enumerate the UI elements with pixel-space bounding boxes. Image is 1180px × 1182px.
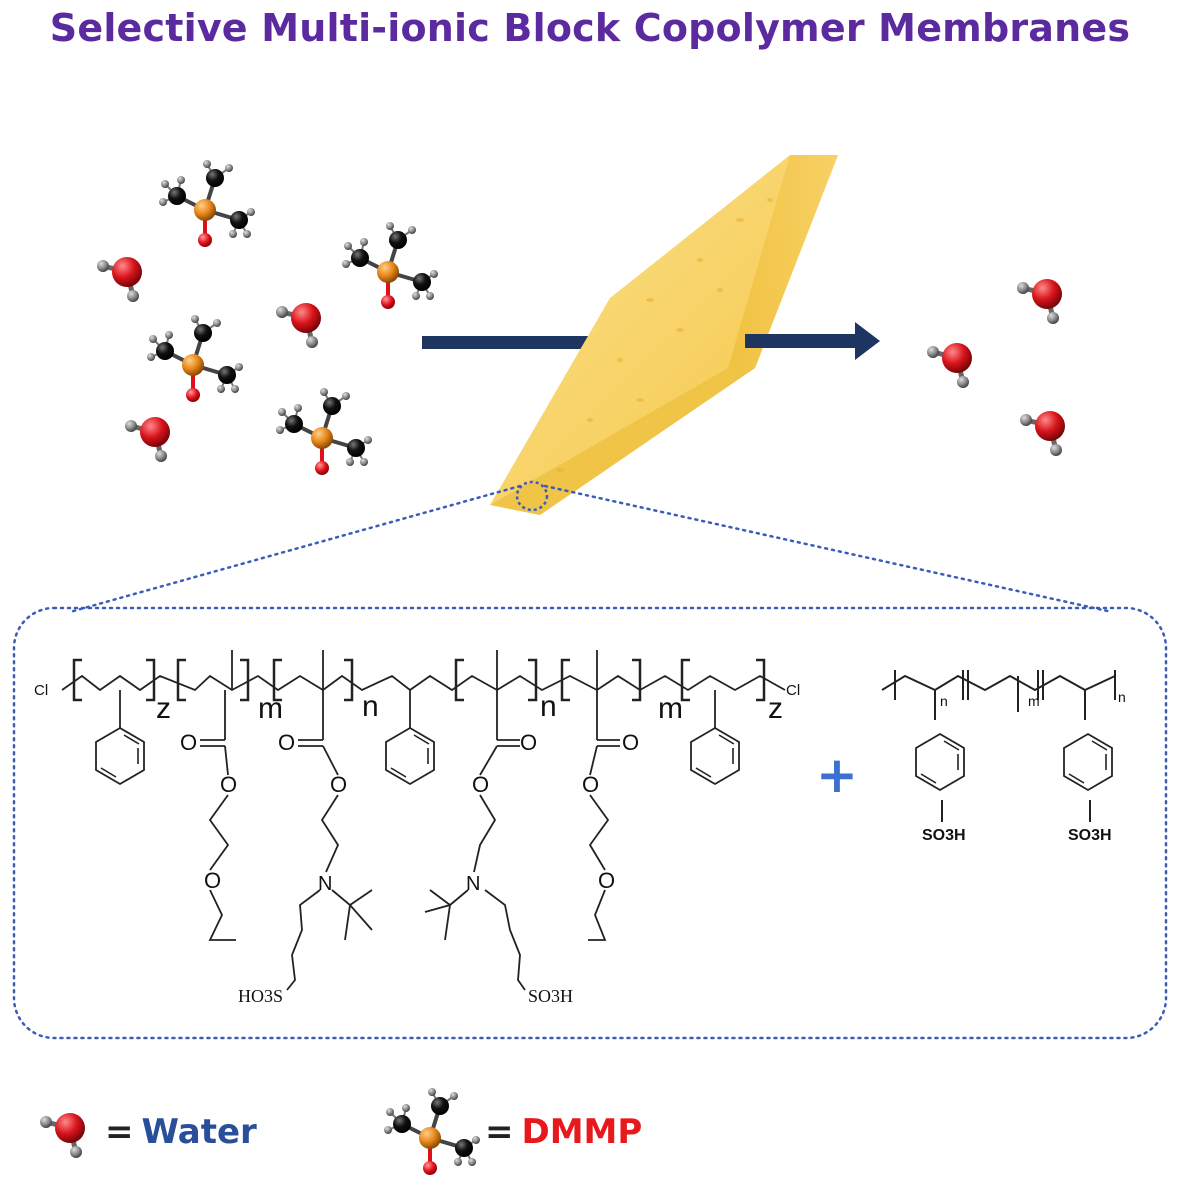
benzene-ring-2: [385, 727, 435, 785]
legend-equals-dmmp: =: [485, 1112, 514, 1152]
carbonyl-oxygen-4: O: [622, 730, 639, 755]
legend-dmmp-icon: [382, 1086, 482, 1177]
subscript-m-right: m: [658, 692, 683, 725]
water-molecule-feed-2: [276, 303, 321, 348]
arrow-head-right: [745, 322, 880, 360]
subscript-z-left: z: [156, 692, 171, 725]
subscript-n-right: n: [540, 690, 557, 723]
ether-oxygen-2: O: [330, 772, 347, 797]
sulfonate-right: SO3H: [528, 986, 573, 1006]
water-molecule-permeate-3: [1020, 411, 1065, 456]
figure-title: Selective Multi-ionic Block Copolymer Me…: [49, 6, 1131, 50]
legend-dmmp-label: DMMP: [521, 1112, 643, 1152]
amine-nitrogen-1: N: [318, 873, 332, 895]
sulfonate-left: HO3S: [238, 986, 283, 1006]
legend-dmmp: =DMMP: [485, 1112, 642, 1152]
subscript-n-block-2: n: [1118, 689, 1126, 705]
water-molecule-permeate-2: [927, 343, 972, 388]
membrane-sheet: [490, 155, 838, 515]
dmmp-molecule-feed-1: [157, 158, 257, 249]
legend-water: =Water: [105, 1112, 257, 1152]
subscript-m-left: m: [258, 692, 283, 725]
end-group-cl-right: Cl: [786, 682, 800, 699]
water-molecule-feed-1: [97, 257, 142, 302]
zoom-circle: [515, 480, 549, 512]
dmmp-molecule-feed-4: [274, 386, 374, 477]
ether-oxygen-3: O: [472, 772, 489, 797]
dmmp-molecule-feed-2: [340, 220, 440, 311]
arrow-shaft-left: [422, 336, 602, 349]
sulfonate-group-2: SO3H: [1068, 827, 1112, 844]
ether-oxygen-4: O: [582, 772, 599, 797]
ether-oxygen-6: O: [598, 868, 615, 893]
zoom-line-right: [543, 484, 1114, 614]
carbonyl-oxygen-3: O: [520, 730, 537, 755]
carbonyl-oxygen-2: O: [278, 730, 295, 755]
sulfonate-group-1: SO3H: [922, 827, 966, 844]
benzene-ring-3: [690, 727, 740, 785]
zoom-line-left: [68, 484, 522, 614]
benzene-ring-4: [915, 733, 965, 791]
amine-nitrogen-2: N: [466, 873, 480, 895]
ether-oxygen-1: O: [220, 772, 237, 797]
legend-equals-water: =: [105, 1112, 134, 1152]
end-group-cl-left: Cl: [34, 682, 48, 699]
polymer-structure-2: [881, 670, 1116, 822]
legend-water-icon: [40, 1113, 85, 1158]
subscript-n-left: n: [362, 690, 379, 723]
ether-oxygen-5: O: [204, 868, 221, 893]
polymer-structure-1: [61, 650, 786, 991]
zoom-box: [12, 606, 1168, 1040]
water-molecule-permeate-1: [1017, 279, 1062, 324]
subscript-m-block: m: [1028, 693, 1040, 709]
subscript-z-right: z: [768, 692, 783, 725]
dmmp-molecule-feed-3: [145, 313, 245, 404]
benzene-ring-1: [95, 727, 145, 785]
carbonyl-oxygen-1: O: [180, 730, 197, 755]
legend-water-label: Water: [141, 1112, 257, 1152]
benzene-ring-5: [1063, 733, 1113, 791]
subscript-n-block-1: n: [940, 693, 948, 709]
plus-sign: +: [816, 746, 858, 804]
water-molecule-feed-3: [125, 417, 170, 462]
